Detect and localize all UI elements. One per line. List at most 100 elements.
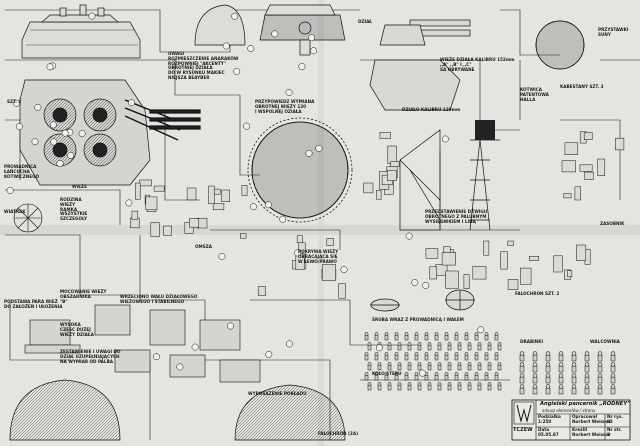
small-fitting-part bbox=[374, 352, 379, 361]
part-number-marker bbox=[264, 201, 272, 209]
cutout-part bbox=[429, 266, 437, 280]
small-fitting-part bbox=[571, 362, 577, 373]
small-fitting-part bbox=[477, 382, 482, 391]
small-fitting-part bbox=[424, 352, 429, 361]
small-fitting-part bbox=[597, 362, 603, 373]
small-fitting-part bbox=[558, 373, 564, 384]
cutout-part bbox=[257, 286, 266, 296]
small-fitting-part bbox=[364, 332, 369, 341]
small-fitting-part bbox=[434, 352, 439, 361]
part-number-marker bbox=[271, 30, 279, 38]
small-fitting-part bbox=[497, 342, 502, 351]
small-fitting-part bbox=[394, 352, 399, 361]
part-number-marker bbox=[61, 129, 69, 137]
small-fitting-part bbox=[374, 332, 379, 341]
label-dzialo-kal: DZIAŁO KALIBRU 120mm bbox=[402, 107, 461, 112]
small-fitting-part bbox=[404, 372, 409, 381]
label-falochron: FALOCHRON SZT. 2 bbox=[515, 291, 560, 296]
cutout-part bbox=[189, 218, 200, 228]
small-fitting-part bbox=[427, 382, 432, 391]
part-number-marker bbox=[31, 138, 39, 146]
cutout-part bbox=[150, 222, 160, 238]
scale-label: Podziałka bbox=[538, 414, 561, 419]
label-omsza: OMSZA bbox=[195, 244, 213, 249]
small-fitting-part bbox=[532, 384, 538, 395]
part-number-marker bbox=[125, 199, 133, 207]
small-fitting-part bbox=[487, 342, 492, 351]
small-fitting-part bbox=[387, 382, 392, 391]
author-label: Opracował bbox=[572, 414, 598, 419]
cutout-part bbox=[441, 252, 456, 266]
cutout-part bbox=[387, 145, 397, 164]
small-fitting-part bbox=[532, 362, 538, 373]
check-value: Norbert Weisner bbox=[572, 432, 611, 437]
cutout-part bbox=[472, 266, 487, 280]
part-number-marker bbox=[418, 369, 426, 377]
small-fitting-part bbox=[377, 362, 382, 371]
sheet-subtitle: arkusz elementów / stronu bbox=[542, 408, 596, 413]
small-fitting-part bbox=[545, 373, 551, 384]
small-fitting-part bbox=[414, 352, 419, 361]
small-fitting-part bbox=[427, 362, 432, 371]
small-fitting-part bbox=[597, 384, 603, 395]
label-kabestan: KABESTANY SZT. 3 bbox=[560, 84, 604, 89]
part-number-marker bbox=[422, 281, 430, 289]
small-fitting-part bbox=[494, 352, 499, 361]
label-kolo: KOŁO STERU bbox=[372, 371, 402, 376]
date-value: 05.05.87 bbox=[538, 432, 559, 437]
part-number-marker bbox=[227, 322, 234, 330]
part-number-marker bbox=[315, 144, 323, 152]
small-fitting-part bbox=[558, 362, 564, 373]
part-number-marker bbox=[305, 149, 313, 157]
cutout-part bbox=[425, 248, 439, 259]
part-number-marker bbox=[411, 279, 419, 286]
small-fitting-part bbox=[434, 332, 439, 341]
label-kotwica: KOTWICA PATENTOWA HALLA bbox=[520, 87, 549, 102]
page-value: 2 bbox=[607, 432, 610, 437]
small-fitting-part bbox=[454, 372, 459, 381]
small-fitting-part bbox=[364, 352, 369, 361]
small-fitting-part bbox=[417, 382, 422, 391]
small-fitting-part bbox=[467, 342, 472, 351]
small-fitting-part bbox=[397, 382, 402, 391]
cutout-part bbox=[221, 189, 230, 202]
small-fitting-part bbox=[464, 352, 469, 361]
cutout-part bbox=[135, 182, 141, 200]
small-fitting-part bbox=[437, 342, 442, 351]
label-dzial: DZIAŁ bbox=[358, 19, 372, 24]
cutout-part bbox=[241, 185, 248, 196]
cutout-part bbox=[163, 225, 172, 236]
cutout-part bbox=[483, 240, 490, 256]
small-fitting-part bbox=[374, 372, 379, 381]
part-number-marker bbox=[152, 353, 160, 361]
sheet-no-value: 82 bbox=[607, 419, 613, 424]
small-fitting-part bbox=[519, 373, 525, 384]
label-walcownia: WALCOWNIA bbox=[590, 339, 620, 344]
small-fitting-part bbox=[584, 384, 590, 395]
cutout-part bbox=[553, 255, 563, 273]
cutout-part bbox=[445, 270, 459, 289]
small-fitting-part bbox=[417, 362, 422, 371]
small-fitting-part bbox=[444, 332, 449, 341]
small-fitting-part bbox=[384, 372, 389, 381]
label-orbita: PRZEDSTAWIENIE DŹWIGU OBROTNEGO Z PALUBN… bbox=[425, 209, 488, 224]
part-number-marker bbox=[265, 351, 273, 358]
cutout-part bbox=[139, 179, 152, 187]
part-number-marker bbox=[50, 138, 58, 146]
cutout-part bbox=[387, 170, 397, 181]
small-fitting-part bbox=[484, 372, 489, 381]
cutout-part bbox=[564, 142, 579, 155]
cutout-part bbox=[597, 158, 606, 176]
small-fitting-part bbox=[584, 351, 590, 362]
small-fitting-part bbox=[532, 373, 538, 384]
small-fitting-part bbox=[519, 384, 525, 395]
cutout-part bbox=[584, 171, 594, 180]
cutout-part bbox=[563, 193, 572, 199]
small-fitting-part bbox=[434, 372, 439, 381]
small-fitting-part bbox=[532, 351, 538, 362]
small-fitting-part bbox=[454, 352, 459, 361]
small-fitting-part bbox=[457, 382, 462, 391]
cutout-part bbox=[376, 189, 382, 200]
small-fitting-part bbox=[477, 362, 482, 371]
